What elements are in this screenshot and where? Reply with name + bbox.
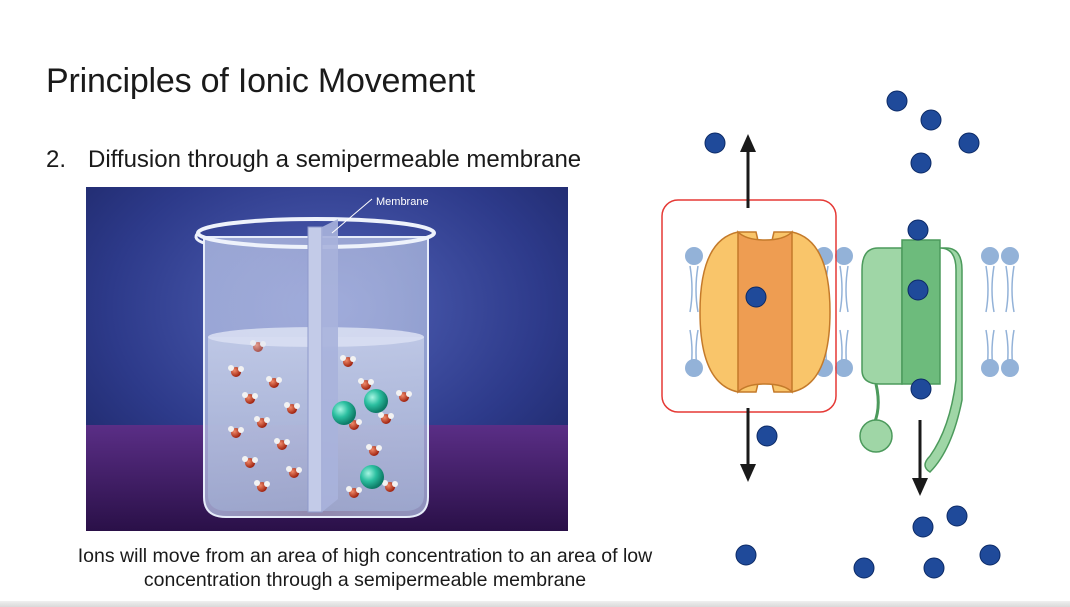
gated-ion-channel [859,239,963,473]
bullet-text: Diffusion through a semipermeable membra… [88,146,582,173]
ion-channel-diagram [661,90,1019,579]
slide-title: Principles of Ionic Movement [46,62,476,100]
caption: Ions will move from an area of high conc… [30,544,700,592]
lipid-heads [685,247,1019,377]
bullet-number: 2. [46,146,67,173]
ions [704,90,1001,579]
caption-line-2: concentration through a semipermeable me… [143,569,587,591]
beaker-illustration: Membrane [86,187,568,531]
open-ion-channel [699,230,831,394]
bullet-point: 2. Diffusion through a semipermeable memb… [46,146,581,174]
membrane-label: Membrane [376,196,429,208]
slide-bottom-edge [0,601,1070,607]
movement-arrows [740,134,928,496]
caption-line-1: Ions will move from an area of high conc… [77,545,653,567]
